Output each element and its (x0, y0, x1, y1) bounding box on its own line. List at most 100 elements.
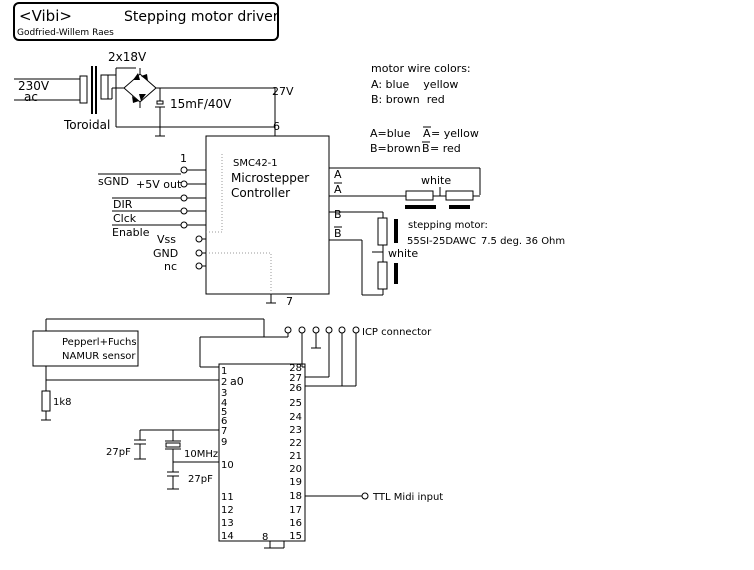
phase-a-text: A=blue (370, 127, 411, 140)
mcu-pin-16: 16 (289, 518, 302, 529)
mcu-pin-17: 17 (289, 505, 302, 516)
mcu-pin-24: 24 (289, 412, 302, 423)
mains-ac-label: ac (24, 90, 38, 104)
phase-a-bar: A (423, 127, 431, 140)
pin-a: A (334, 168, 342, 181)
pin-5v-out (180, 180, 188, 188)
a0-label: a0 (230, 375, 244, 388)
mcu-pin-15: 15 (289, 531, 302, 542)
resistor-1k8 (41, 390, 51, 412)
mcu-pin-10: 10 (221, 460, 234, 471)
crystal-oscillator: 27pF 10MHz 27pF (106, 429, 219, 490)
winding-a-1 (405, 190, 434, 201)
sensor-block: Pepperl+Fuchs NAMUR sensor 1k8 (32, 318, 265, 421)
mcu-pin-22: 22 (289, 438, 302, 449)
pin-clck (180, 207, 188, 215)
signal-dir: DIR (113, 198, 133, 211)
mcu-pin-28: 28 (289, 363, 302, 374)
controller-name-2: Controller (231, 186, 290, 200)
author-label: Godfried-Willem Raes (17, 28, 114, 38)
mcu-pin-3: 3 (221, 388, 227, 399)
mcu-pin-9: 9 (221, 437, 227, 448)
mcu-left-pins: 1 2 3 4 5 6 7 9 10 11 12 13 14 (221, 366, 234, 542)
phase-a-rest: = yellow (431, 127, 479, 140)
mcu-pin-23: 23 (289, 425, 302, 436)
winding-b-2 (377, 261, 388, 290)
motor-heading: stepping motor: (408, 220, 488, 231)
capacitor (156, 100, 164, 105)
power-supply: 230V ac Toroidal 2x18V 27V (14, 50, 294, 137)
signal-enable: Enable (112, 226, 150, 239)
mcu-pin-5: 5 (221, 407, 227, 418)
motor-spec: 7.5 deg. 36 Ohm (481, 236, 565, 247)
wire-colors-note: motor wire colors: A: blue yellow B: bro… (371, 62, 471, 106)
title-block: <Vibi> Stepping motor driver Godfried-Wi… (13, 2, 279, 41)
mcu-pin-13: 13 (221, 518, 234, 529)
mcu-pin-27: 27 (289, 373, 302, 384)
controller-part: SMC42-1 (233, 158, 278, 169)
title-label: Stepping motor driver (124, 9, 279, 25)
phases-note: A=blue A = yellow B=brown B = red (370, 126, 479, 155)
pin-vss (195, 235, 203, 243)
mcu-pin-4: 4 (221, 398, 227, 409)
mcu-pin-25: 25 (289, 398, 302, 409)
icp-label: ICP connector (362, 327, 432, 338)
colors-heading: motor wire colors: (371, 62, 471, 75)
signal-gnd: GND (153, 247, 178, 260)
mcu-block: 1 2 3 4 5 6 7 9 10 11 12 13 14 28 27 26 … (218, 363, 443, 549)
cap-bottom-label: 27pF (188, 474, 213, 485)
winding-b-label: white (388, 247, 418, 260)
colors-line-a: A: blue yellow (371, 78, 458, 91)
mcu-pin-12: 12 (221, 505, 234, 516)
mcu-pin-20: 20 (289, 464, 302, 475)
midi-input-pin (361, 492, 369, 500)
mains-voltage-label: 230V (18, 79, 50, 93)
transformer-primary (79, 75, 88, 104)
mcu-right-pins: 28 27 26 25 24 23 22 21 20 19 18 17 16 1… (289, 363, 302, 542)
mcu-pin-21: 21 (289, 451, 302, 462)
pin-a-bar: A (334, 183, 342, 196)
crystal-label: 10MHz (184, 449, 218, 460)
phase-b-rest: = red (430, 142, 461, 155)
signal-clck: Clck (113, 212, 137, 225)
controller-pin-one: 1 (180, 152, 187, 165)
crystal (165, 442, 181, 448)
sensor-line-2: NAMUR sensor (62, 351, 136, 362)
winding-a-2 (445, 190, 474, 201)
capacitor-label: 15mF/40V (170, 97, 232, 111)
mcu-pin-1: 1 (221, 366, 227, 377)
controller-block: 6 SMC42-1 Microstepper Controller 7 1 sG… (98, 120, 342, 308)
mcu-pin-14: 14 (221, 531, 234, 542)
mcu-pin-19: 19 (289, 477, 302, 488)
pin-nc (195, 262, 203, 270)
phase-b-bar: B (422, 142, 430, 155)
mcu-pin-8: 8 (262, 532, 268, 543)
mcu-pin-7: 7 (221, 426, 227, 437)
signal-nc: nc (164, 260, 177, 273)
sensor-line-1: Pepperl+Fuchs (62, 337, 137, 348)
brand-label: <Vibi> (19, 7, 72, 25)
winding-a-label: white (421, 174, 451, 187)
icp-connector: ICP connector (199, 326, 432, 387)
controller-box (205, 135, 330, 295)
pin-b-bar: B (334, 227, 342, 240)
signal-sgnd: sGND (98, 175, 129, 188)
mcu-pin-2: 2 (221, 377, 227, 388)
colors-line-b: B: brown red (371, 93, 445, 106)
pin-gnd (195, 249, 203, 257)
mcu-pin-26: 26 (289, 383, 302, 394)
pin-enable (180, 221, 188, 229)
controller-pin-bottom: 7 (286, 295, 293, 308)
mcu-chip (218, 363, 306, 542)
midi-label: TTL Midi input (372, 492, 443, 503)
phase-b-text: B=brown (370, 142, 421, 155)
supply-voltage-label: 27V (272, 85, 294, 98)
cap-top-label: 27pF (106, 447, 131, 458)
transformer-secondary (100, 74, 109, 100)
pin-dir (180, 194, 188, 202)
controller-pin-top: 6 (273, 120, 280, 133)
signal-vss: Vss (157, 233, 176, 246)
mcu-pin-11: 11 (221, 492, 234, 503)
resistor-label: 1k8 (53, 397, 72, 408)
pin-b: B (334, 208, 342, 221)
